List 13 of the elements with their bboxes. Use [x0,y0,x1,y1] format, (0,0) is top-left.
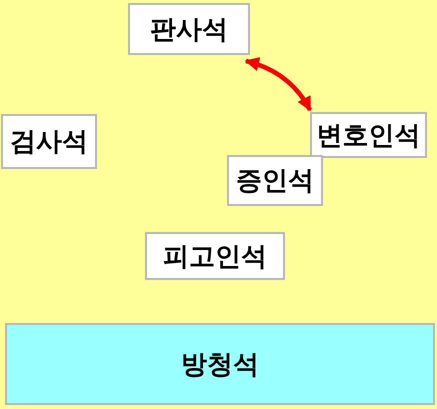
seat-box [227,155,323,206]
seat-label: 검사석 [10,126,88,159]
seat-box [145,232,285,280]
seat-label: 피고인석 [163,240,267,274]
seat-box [128,3,250,55]
seat-label: 증인석 [236,165,314,198]
seat-label: 변호인석 [316,120,420,152]
gallery-area [5,323,435,405]
seat-label: 판사석 [150,14,228,46]
seat-label: 방청석 [181,348,259,382]
double-arrow [244,57,312,112]
seat-box [310,112,427,158]
seat-box [1,114,97,169]
